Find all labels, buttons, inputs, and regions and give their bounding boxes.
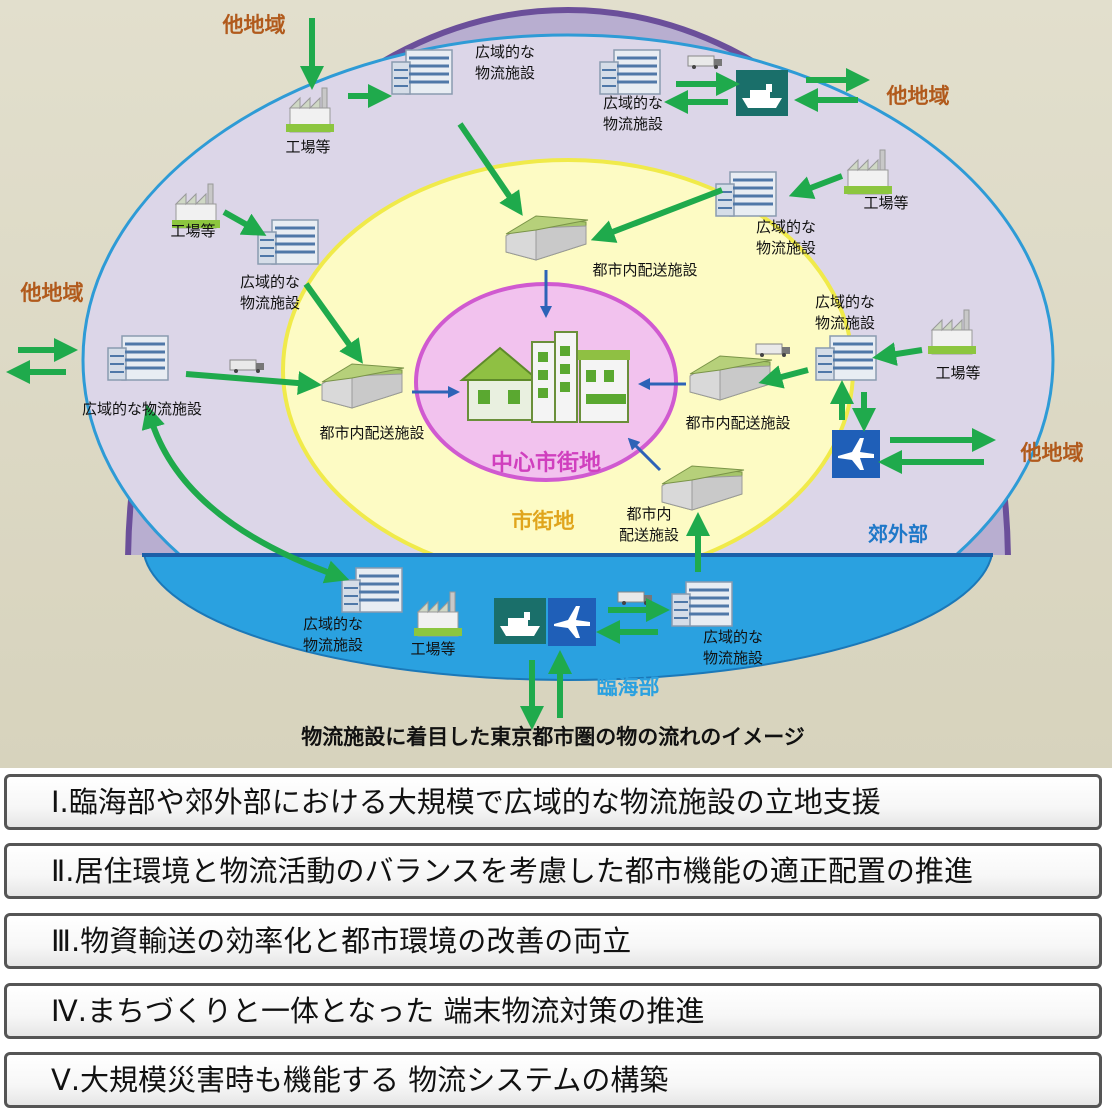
regional-facility-ml-label-1: 広域的な xyxy=(240,273,300,291)
policy-2: Ⅱ.居住環境と物流活動のバランスを考慮した都市機能の適正配置の推進 xyxy=(4,843,1102,899)
factory-label-left: 工場等 xyxy=(170,222,215,240)
urban-zone-label: 市街地 xyxy=(512,509,575,533)
other-region-label-tr: 他地域 xyxy=(886,84,950,108)
regional-facility-top-label-2: 物流施設 xyxy=(475,64,535,82)
regional-facility-ml-label-2: 物流施設 xyxy=(240,294,300,312)
diagram-caption: 物流施設に着目した東京都市圏の物の流れのイメージ xyxy=(301,725,805,749)
arrow-left-to-urban-left xyxy=(185,371,322,395)
city-center-buildings-icon xyxy=(459,331,630,423)
regional-facility-bl-label-2: 物流施設 xyxy=(303,636,363,654)
ship-top-icon xyxy=(736,70,788,116)
urban-delivery-right-label: 都市内配送施設 xyxy=(685,414,790,432)
other-region-label-tl: 他地域 xyxy=(222,13,286,37)
regional-facility-right-label-2: 物流施設 xyxy=(815,314,875,332)
logistics-flow-diagram: 中心市街地 市街地 郊外部 臨海部 他地域 他地域 他地域 他地域 工場等 工場… xyxy=(0,0,1112,768)
regional-facility-top-label-1: 広域的な xyxy=(475,43,535,61)
policy-4: Ⅳ.まちづくりと一体となった 端末物流対策の推進 xyxy=(4,983,1102,1039)
arrow-left-to-bl xyxy=(141,404,350,584)
regional-facility-left-label: 広域的な物流施設 xyxy=(82,400,202,418)
policy-5: Ⅴ.大規模災害時も機能する 物流システムの構築 xyxy=(4,1052,1102,1108)
airplane-right-icon xyxy=(832,430,880,478)
arrow-factory-left-to-regional xyxy=(222,209,267,236)
other-region-label-right: 他地域 xyxy=(1020,441,1084,465)
other-region-label-left: 他地域 xyxy=(20,281,84,305)
regional-facility-ship-label-1: 広域的な xyxy=(603,94,663,112)
center-zone-label: 中心市街地 xyxy=(491,450,601,476)
arrow-tr-to-urban-top xyxy=(590,187,724,243)
regional-facility-bl-label-1: 広域的な xyxy=(303,615,363,633)
arrow-right-to-urban-right xyxy=(758,365,809,389)
coastal-zone-label: 臨海部 xyxy=(597,675,660,699)
policy-1: Ⅰ.臨海部や郊外部における大規模で広域的な物流施設の立地支援 xyxy=(4,774,1102,830)
arrow-factory-right-to-regional xyxy=(872,342,923,366)
urban-delivery-bottom-label-1: 都市内 xyxy=(626,505,671,523)
regional-facility-right-label-1: 広域的な xyxy=(815,293,875,311)
blue-flow-arrows xyxy=(412,270,686,472)
regional-facility-tr-label-2: 物流施設 xyxy=(756,239,816,257)
regional-facility-tr-label-1: 広域的な xyxy=(756,218,816,236)
factory-label-right: 工場等 xyxy=(935,364,980,382)
arrow-urban-bottom-to-center xyxy=(627,437,662,472)
regional-facility-br-label-1: 広域的な xyxy=(703,628,763,646)
factory-label-tl: 工場等 xyxy=(285,138,330,156)
green-flow-arrows xyxy=(5,18,996,730)
ship-bottom-icon xyxy=(494,598,546,644)
airplane-bottom-icon xyxy=(548,598,596,646)
urban-delivery-left-label: 都市内配送施設 xyxy=(319,424,424,442)
policy-3: Ⅲ.物資輸送の効率化と都市環境の改善の両立 xyxy=(4,913,1102,969)
arrow-ml-to-urban-left xyxy=(303,282,363,364)
regional-facility-ship-label-2: 物流施設 xyxy=(603,115,663,133)
arrow-factory-tr-to-regional xyxy=(788,173,844,199)
suburb-zone-label: 郊外部 xyxy=(868,522,928,546)
factory-label-bottom: 工場等 xyxy=(410,640,455,658)
regional-facility-br-label-2: 物流施設 xyxy=(703,649,763,667)
factory-label-tr: 工場等 xyxy=(863,194,908,212)
urban-delivery-bottom-label-2: 配送施設 xyxy=(619,526,679,544)
arrow-regional-to-urban-top xyxy=(457,122,523,216)
urban-delivery-top-label: 都市内配送施設 xyxy=(592,261,697,279)
